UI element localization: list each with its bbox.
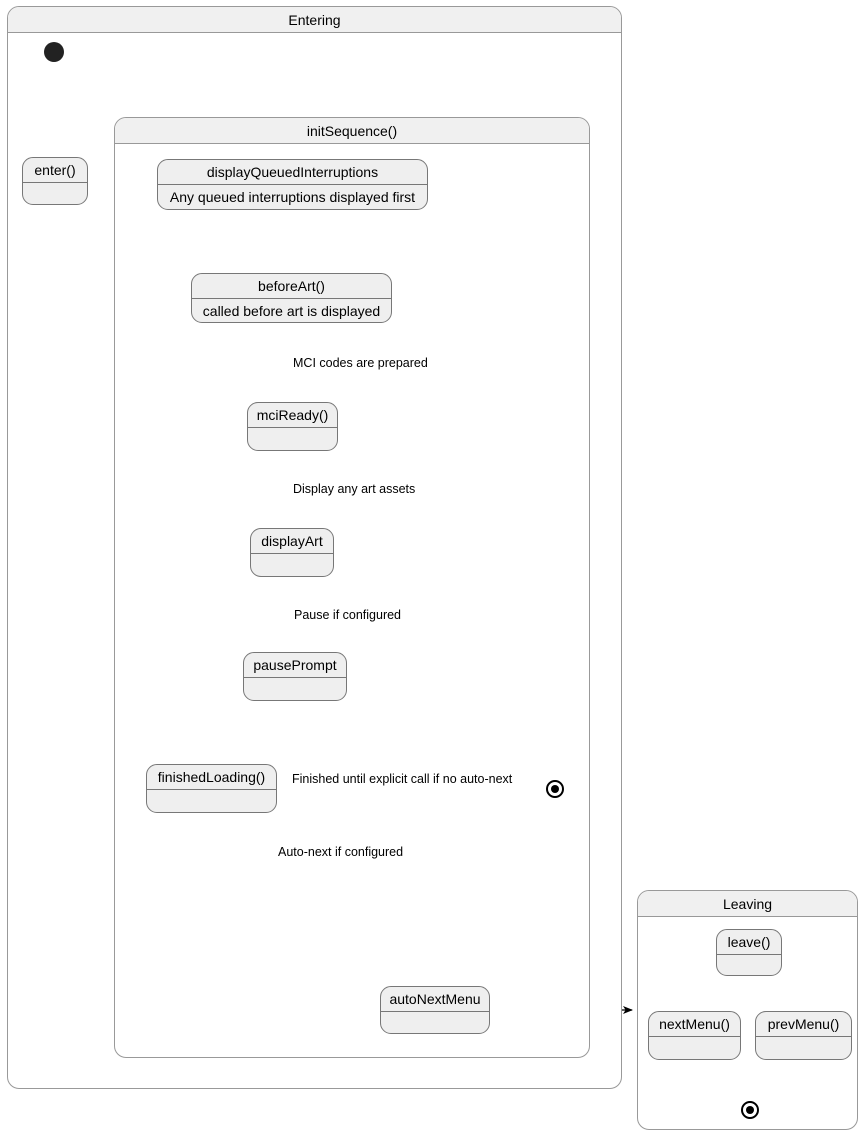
state-mci-ready-body <box>248 428 337 450</box>
state-enter[interactable]: enter() <box>22 157 88 205</box>
composite-state-entering-title: Entering <box>8 7 621 33</box>
final-state-node-leaving <box>741 1101 759 1119</box>
state-prev-menu-name: prevMenu() <box>756 1012 851 1037</box>
state-auto-next-menu[interactable]: autoNextMenu <box>380 986 490 1034</box>
state-auto-next-menu-name: autoNextMenu <box>381 987 489 1012</box>
state-display-queued-interruptions[interactable]: displayQueuedInterruptions Any queued in… <box>157 159 428 210</box>
state-next-menu[interactable]: nextMenu() <box>648 1011 741 1060</box>
state-display-queued-interruptions-name: displayQueuedInterruptions <box>158 160 427 185</box>
state-before-art-name: beforeArt() <box>192 274 391 299</box>
state-pause-prompt-body <box>244 678 346 700</box>
state-auto-next-menu-body <box>381 1012 489 1033</box>
composite-state-leaving-title: Leaving <box>638 891 857 917</box>
state-display-queued-interruptions-body: Any queued interruptions displayed first <box>169 189 416 205</box>
state-display-art[interactable]: displayArt <box>250 528 334 577</box>
state-next-menu-name: nextMenu() <box>649 1012 740 1037</box>
transition-label-finished-until-explicit: Finished until explicit call if no auto-… <box>292 772 513 786</box>
state-finished-loading-name: finishedLoading() <box>147 765 276 790</box>
state-before-art[interactable]: beforeArt() called before art is display… <box>191 273 392 323</box>
state-display-art-body <box>251 554 333 576</box>
state-mci-ready-name: mciReady() <box>248 403 337 428</box>
state-leave-body <box>717 955 781 975</box>
state-mci-ready[interactable]: mciReady() <box>247 402 338 451</box>
composite-state-leaving[interactable]: Leaving <box>637 890 858 1130</box>
state-enter-name: enter() <box>23 158 87 183</box>
state-prev-menu[interactable]: prevMenu() <box>755 1011 852 1060</box>
transition-label-auto-next-if-configured: Auto-next if configured <box>278 845 404 859</box>
state-before-art-body: called before art is displayed <box>202 303 381 319</box>
state-finished-loading-body <box>147 790 276 812</box>
state-next-menu-body <box>649 1037 740 1059</box>
initial-state-node <box>44 42 64 62</box>
composite-state-init-sequence[interactable]: initSequence() <box>114 117 590 1058</box>
state-leave-name: leave() <box>717 930 781 955</box>
transition-label-pause-if-configured: Pause if configured <box>294 608 402 622</box>
state-display-art-name: displayArt <box>251 529 333 554</box>
state-prev-menu-body <box>756 1037 851 1059</box>
transition-label-display-art-assets: Display any art assets <box>293 482 416 496</box>
state-enter-body <box>23 183 87 204</box>
state-pause-prompt-name: pausePrompt <box>244 653 346 678</box>
state-pause-prompt[interactable]: pausePrompt <box>243 652 347 701</box>
state-finished-loading[interactable]: finishedLoading() <box>146 764 277 813</box>
composite-state-init-sequence-title: initSequence() <box>115 118 589 144</box>
transition-label-mci-codes: MCI codes are prepared <box>293 356 428 370</box>
final-state-node-entering <box>546 780 564 798</box>
state-leave[interactable]: leave() <box>716 929 782 976</box>
